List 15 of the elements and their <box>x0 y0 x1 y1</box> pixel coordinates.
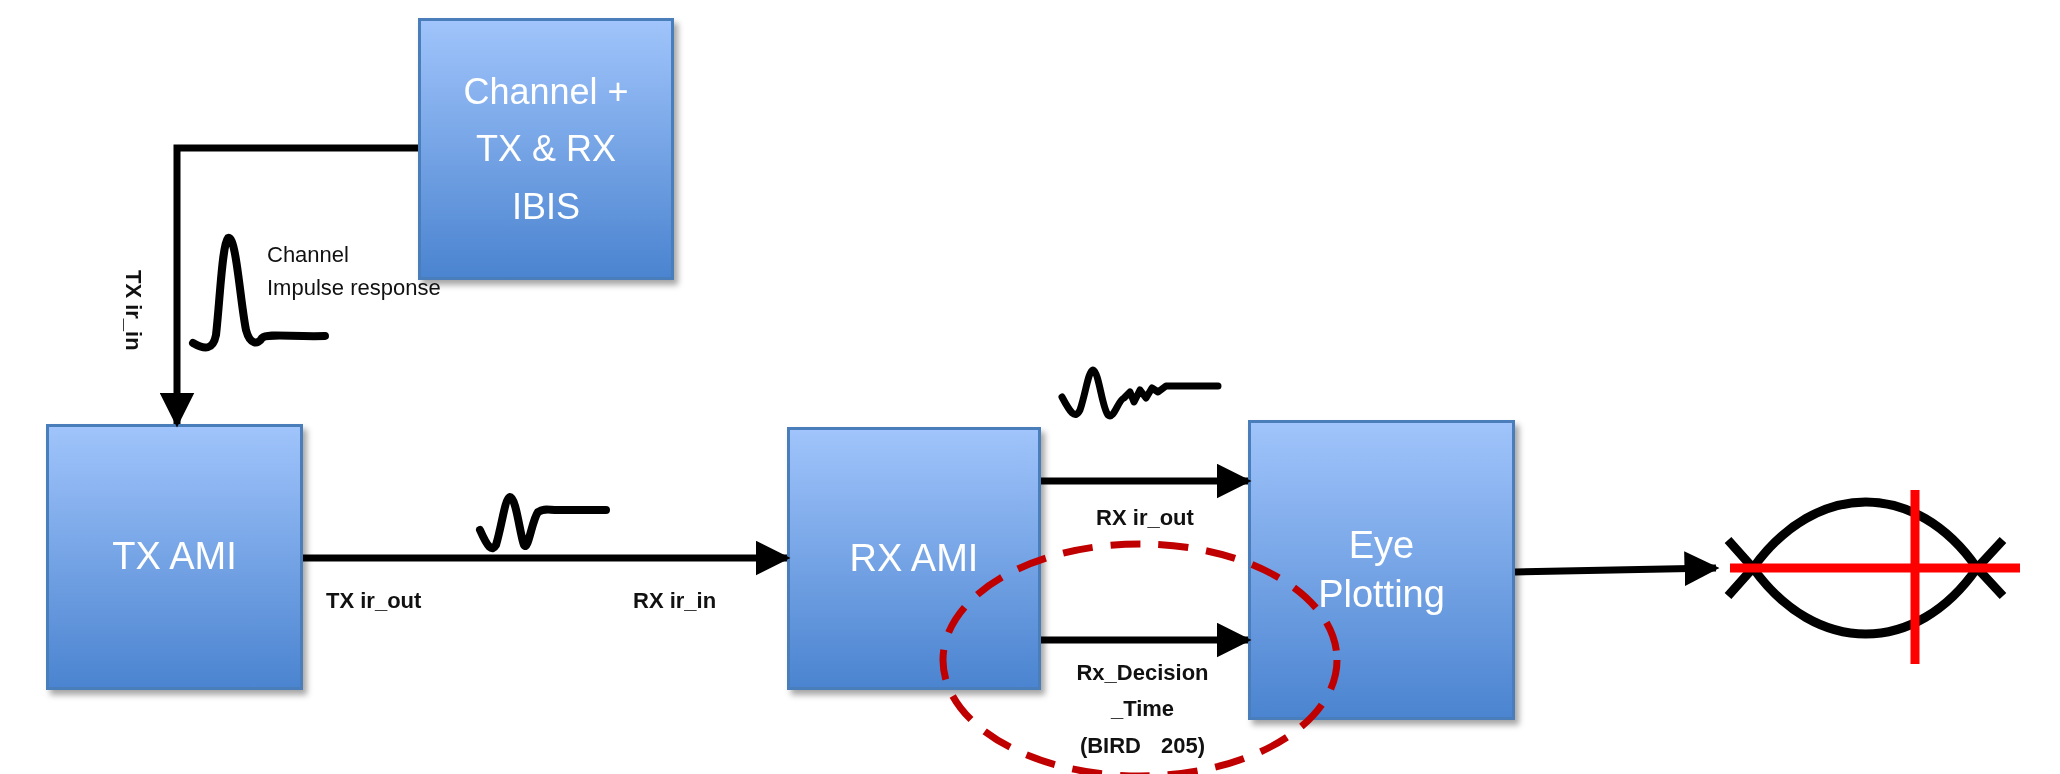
box-label: Channel + TX & RX IBIS <box>462 69 630 229</box>
arrow <box>1514 551 1720 587</box>
process-box <box>787 427 1041 690</box>
process-box <box>418 18 674 280</box>
box-label: RX AMI <box>848 535 980 581</box>
text-label: TX ir_out <box>326 587 422 615</box>
edge-label: RX ir_out <box>1095 504 1195 532</box>
process-box <box>46 424 303 690</box>
edge-label: TX ir_in <box>119 269 147 351</box>
box-label: Eye Plotting <box>1317 522 1446 617</box>
box-label: TX AMI <box>111 534 238 580</box>
text-label: Channel Impulse response <box>267 241 442 302</box>
process-box <box>1248 420 1515 720</box>
text-label: RX ir_in <box>633 587 717 615</box>
edge-label: Rx_Decision _Time (BIRD 205) <box>1075 659 1210 760</box>
